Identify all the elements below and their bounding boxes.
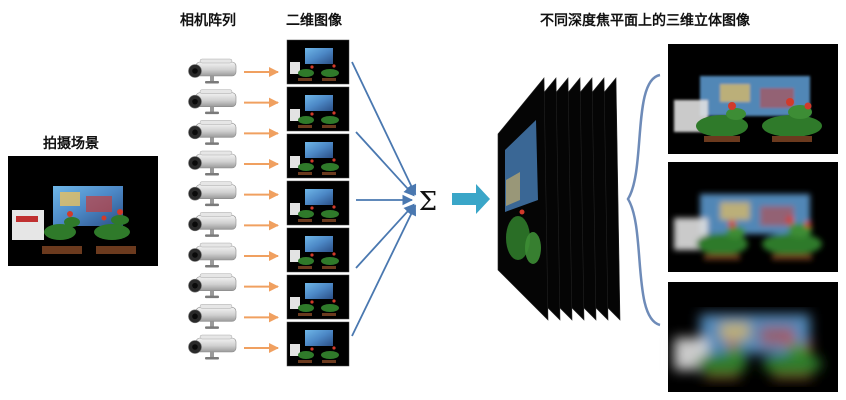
image-to-sum-arrows: [351, 61, 417, 337]
camera-icon: [188, 334, 237, 360]
two-d-image: [286, 39, 350, 85]
camera-icon: [188, 150, 237, 176]
camera-icon: [188, 120, 237, 145]
depth-image: [668, 44, 838, 154]
sum-to-stack-arrow: [452, 184, 490, 214]
two-d-image: [286, 133, 350, 179]
focal-plane: [497, 77, 549, 321]
two-d-image: [286, 274, 350, 320]
blue-arrow: [351, 204, 417, 337]
two-d-image: [286, 227, 350, 273]
depth-image: [668, 162, 838, 272]
two-d-images: [286, 39, 350, 367]
camera-icon: [188, 304, 237, 329]
blue-arrow: [355, 203, 415, 269]
two-d-image: [286, 180, 350, 226]
blue-arrow: [355, 131, 415, 197]
images-2d-label: 二维图像: [286, 13, 342, 29]
depth-image: [668, 282, 838, 392]
camera-icon: [188, 89, 237, 115]
camera-array-label: 相机阵列: [180, 13, 236, 29]
two-d-image: [286, 86, 350, 132]
camera-icon: [188, 58, 237, 84]
camera-array: [188, 58, 237, 360]
blue-arrow: [351, 61, 417, 196]
scene-label: 拍摄场景: [43, 136, 99, 152]
camera-to-image-arrows: [244, 67, 279, 353]
focal-planes-label: 不同深度焦平面上的三维立体图像: [540, 13, 750, 29]
depth-images: [668, 44, 838, 392]
camera-icon: [188, 212, 237, 237]
camera-icon: [188, 181, 237, 207]
brace: [626, 73, 661, 327]
focal-plane-stack: [497, 77, 621, 321]
sum-symbol: Σ: [419, 187, 437, 217]
camera-icon: [188, 273, 237, 299]
two-d-image: [286, 321, 350, 367]
scene-photo: [8, 156, 158, 266]
camera-icon: [188, 242, 237, 268]
